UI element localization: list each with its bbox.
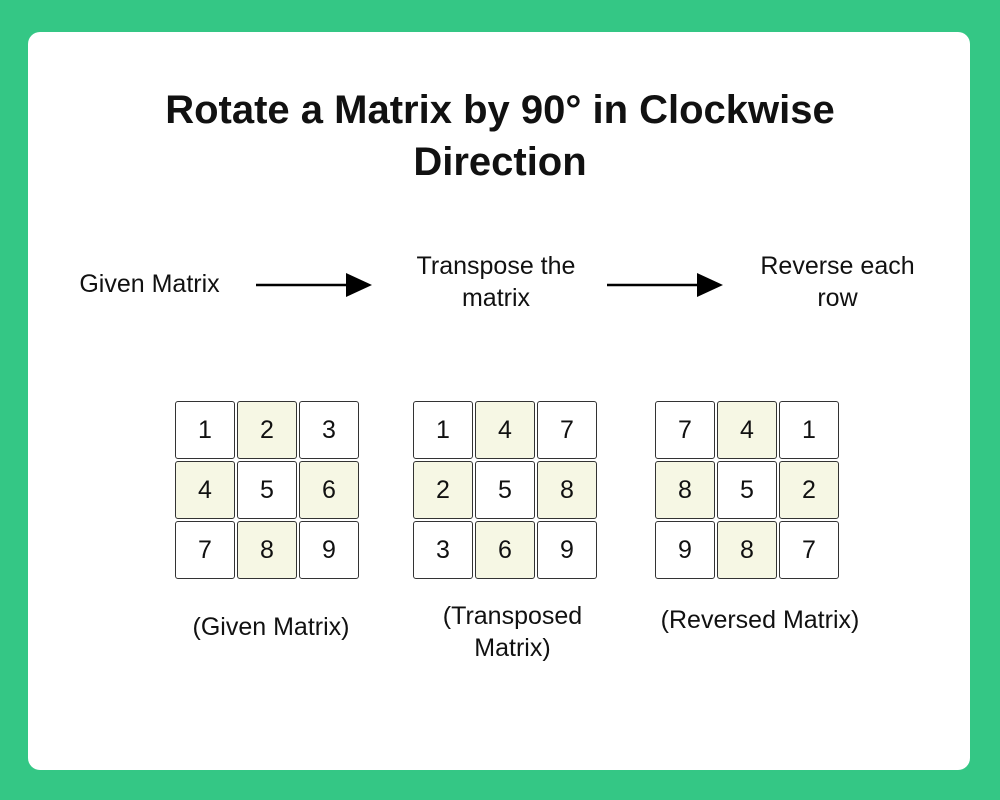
matrix-cell: 7	[779, 521, 839, 579]
matrix-transposed: 1 4 7 2 5 8 3 6 9	[413, 401, 597, 579]
arrow-right-icon	[256, 273, 372, 297]
caption-line: (Given Matrix)	[192, 613, 350, 641]
matrix-cell: 9	[299, 521, 359, 579]
matrix-cell: 2	[779, 461, 839, 519]
page-title: Rotate a Matrix by 90° in Clockwise Dire…	[0, 84, 1000, 188]
matrix-cell: 1	[413, 401, 473, 459]
caption-reversed-matrix: (Reversed Matrix)	[630, 604, 890, 636]
matrix-cell: 8	[237, 521, 297, 579]
matrix-reversed: 7 4 1 8 5 2 9 8 7	[655, 401, 839, 579]
matrix-cell: 4	[475, 401, 535, 459]
step-reverse-rows: Reverse each row	[735, 250, 940, 314]
matrix-cell: 8	[717, 521, 777, 579]
caption-given-matrix: (Given Matrix)	[160, 611, 382, 643]
matrix-cell: 5	[717, 461, 777, 519]
matrix-cell: 6	[475, 521, 535, 579]
caption-line: (Reversed Matrix)	[660, 606, 860, 634]
matrix-cell: 6	[299, 461, 359, 519]
matrix-cell: 1	[779, 401, 839, 459]
matrix-cell: 3	[413, 521, 473, 579]
caption-transposed-matrix: (Transposed Matrix)	[415, 600, 610, 664]
caption-line: Matrix)	[474, 634, 551, 662]
step-transpose: Transpose the matrix	[390, 250, 602, 314]
matrix-cell: 3	[299, 401, 359, 459]
matrix-cell: 5	[475, 461, 535, 519]
matrix-cell: 1	[175, 401, 235, 459]
step-label-line: Reverse each	[760, 252, 915, 280]
step-label-line: matrix	[461, 284, 531, 312]
matrix-cell: 4	[717, 401, 777, 459]
step-label-line: row	[817, 284, 858, 312]
matrix-cell: 2	[237, 401, 297, 459]
title-line-1: Rotate a Matrix by 90° in Clockwise	[165, 88, 835, 132]
arrow-right-icon	[607, 273, 723, 297]
matrix-cell: 8	[655, 461, 715, 519]
step-label-line: Given Matrix	[79, 270, 220, 298]
step-label-line: Transpose the	[416, 252, 576, 280]
matrix-cell: 2	[413, 461, 473, 519]
matrix-cell: 4	[175, 461, 235, 519]
matrix-given: 1 2 3 4 5 6 7 8 9	[175, 401, 359, 579]
matrix-cell: 9	[537, 521, 597, 579]
step-given-matrix: Given Matrix	[52, 268, 247, 300]
caption-line: (Transposed	[442, 602, 583, 630]
matrix-cell: 5	[237, 461, 297, 519]
matrix-cell: 7	[537, 401, 597, 459]
matrix-cell: 7	[655, 401, 715, 459]
matrix-cell: 9	[655, 521, 715, 579]
matrix-cell: 8	[537, 461, 597, 519]
title-line-2: Direction	[413, 140, 587, 184]
matrix-cell: 7	[175, 521, 235, 579]
